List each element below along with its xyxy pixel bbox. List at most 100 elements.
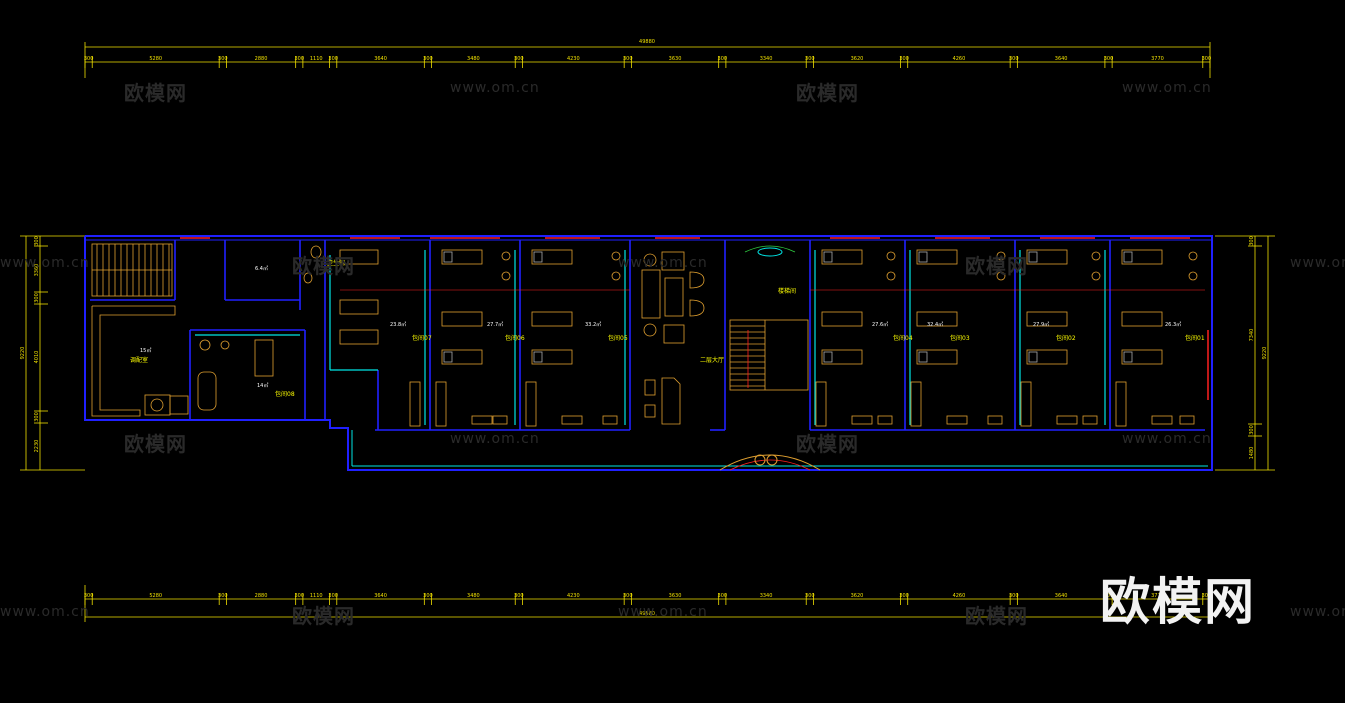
right-dimension-labels: 300 7340 300 1480 9220 bbox=[1249, 236, 1268, 459]
bottom-dimension-label: 300 bbox=[1104, 593, 1114, 599]
room-area-01: 26.3㎡ bbox=[1165, 321, 1181, 328]
top-dimension-label: 3640 bbox=[1055, 56, 1068, 62]
bottom-dimension-label: 3640 bbox=[374, 593, 387, 599]
top-dimension-label: 300 bbox=[295, 56, 305, 62]
top-dimension-label: 300 bbox=[1009, 56, 1019, 62]
overall-dimension-bottom: 49880 bbox=[639, 611, 655, 617]
left-dimension-label: 300 bbox=[34, 412, 40, 422]
corridor-glazing bbox=[351, 430, 1208, 467]
stair-center bbox=[729, 319, 809, 391]
lobby-furniture bbox=[641, 251, 705, 425]
room-label-stairwell: 楼梯间 bbox=[778, 287, 796, 295]
top-dimension-label: 300 bbox=[718, 56, 728, 62]
stair-left bbox=[91, 243, 173, 297]
top-dimension-label: 300 bbox=[218, 56, 228, 62]
room-area-06: 27.7㎡ bbox=[487, 321, 503, 328]
right-dimension-label: 300 bbox=[1249, 425, 1255, 435]
right-dimension-label: 7340 bbox=[1249, 329, 1255, 342]
top-dimension-label: 3640 bbox=[374, 56, 387, 62]
room-area-03: 32.4㎡ bbox=[927, 321, 943, 328]
left-dimension-label: 300 bbox=[34, 293, 40, 303]
top-dimension-label: 4230 bbox=[567, 56, 580, 62]
top-dimension-label: 300 bbox=[623, 56, 633, 62]
bottom-dimension-label: 300 bbox=[805, 593, 815, 599]
bottom-dimension-chain bbox=[84, 585, 1211, 622]
top-dimension-label: 4260 bbox=[953, 56, 966, 62]
bottom-dimension-label: 3770 bbox=[1151, 593, 1164, 599]
bottom-dimension-label: 5280 bbox=[149, 593, 162, 599]
top-dimension-label: 300 bbox=[1202, 56, 1212, 62]
top-dimension-label: 300 bbox=[328, 56, 338, 62]
left-dimension-label: 2230 bbox=[34, 440, 40, 453]
room-label-prep: 调配室 bbox=[130, 356, 148, 364]
bottom-dimension-label: 3640 bbox=[1055, 593, 1068, 599]
room-area-05: 33.2㎡ bbox=[585, 321, 601, 328]
bottom-dimension-label: 3630 bbox=[669, 593, 682, 599]
room-labels: 调配室 15㎡ 6.4㎡ 卫生间 包间08 14㎡ 包间07 23.8㎡ 包间0… bbox=[130, 259, 1205, 398]
room-area-small: 6.4㎡ bbox=[255, 265, 268, 272]
top-dimension-label: 300 bbox=[514, 56, 524, 62]
room-furniture bbox=[197, 245, 1198, 427]
window-marks bbox=[180, 237, 1209, 400]
room-area-prep: 15㎡ bbox=[140, 347, 151, 354]
bottom-dimension-label: 300 bbox=[84, 593, 94, 599]
top-dimension-label: 3630 bbox=[669, 56, 682, 62]
left-dimension-label: 3360 bbox=[34, 264, 40, 277]
bottom-dimension-label: 300 bbox=[218, 593, 228, 599]
room-area-04: 27.6㎡ bbox=[872, 321, 888, 328]
room-area-02: 27.9㎡ bbox=[1033, 321, 1049, 328]
room-label-04: 包间04 bbox=[893, 334, 913, 342]
room-label-08: 包间08 bbox=[275, 390, 295, 398]
bottom-dimension-label: 300 bbox=[899, 593, 909, 599]
left-dimension-chain bbox=[20, 235, 85, 471]
bottom-dimension-label: 1110 bbox=[310, 593, 323, 599]
overall-dimension-top: 49880 bbox=[639, 39, 655, 45]
stair-top-ornament bbox=[744, 245, 796, 257]
room-label-01: 包间01 bbox=[1185, 334, 1205, 342]
bottom-dimension-label: 300 bbox=[718, 593, 728, 599]
top-dimension-chain bbox=[84, 42, 1211, 78]
top-dimension-label: 3340 bbox=[760, 56, 773, 62]
room-label-07: 包间07 bbox=[412, 334, 432, 342]
room-area-08: 14㎡ bbox=[257, 382, 268, 389]
top-dimension-label: 5280 bbox=[149, 56, 162, 62]
left-dimension-label: 300 bbox=[34, 236, 40, 246]
bottom-dimension-label: 300 bbox=[328, 593, 338, 599]
bottom-dimension-label: 300 bbox=[1202, 593, 1212, 599]
right-dimension-label: 1480 bbox=[1249, 447, 1255, 460]
room-label-05: 包间05 bbox=[608, 334, 628, 342]
bottom-dimension-label: 4230 bbox=[567, 593, 580, 599]
bottom-dimension-label: 300 bbox=[295, 593, 305, 599]
right-dimension-chain bbox=[1215, 235, 1275, 471]
bottom-dimension-label: 3620 bbox=[851, 593, 864, 599]
room-area-07: 23.8㎡ bbox=[390, 321, 406, 328]
room-label-06: 包间06 bbox=[505, 334, 525, 342]
brand-logo: 欧模网 bbox=[1100, 573, 1256, 631]
room-label-lobby: 二层大厅 bbox=[700, 356, 724, 364]
room-label-toilet: 卫生间 bbox=[327, 259, 345, 267]
top-dimension-label: 300 bbox=[899, 56, 909, 62]
bottom-dimension-label: 300 bbox=[623, 593, 633, 599]
bottom-dimension-label: 300 bbox=[423, 593, 433, 599]
interior-walls bbox=[90, 240, 1205, 431]
bottom-dimension-label: 300 bbox=[514, 593, 524, 599]
room-label-03: 包间03 bbox=[950, 334, 970, 342]
top-dimension-label: 300 bbox=[84, 56, 94, 62]
top-dimension-label: 300 bbox=[423, 56, 433, 62]
right-total-dimension-label: 9220 bbox=[1262, 347, 1268, 360]
bottom-dimension-label: 2880 bbox=[255, 593, 268, 599]
bottom-dimension-label: 3340 bbox=[760, 593, 773, 599]
top-dimension-label: 300 bbox=[1104, 56, 1114, 62]
left-dimension-label: 4010 bbox=[34, 351, 40, 364]
outer-walls bbox=[84, 235, 1213, 471]
bottom-dimension-label: 4260 bbox=[953, 593, 966, 599]
top-dimension-label: 3480 bbox=[467, 56, 480, 62]
left-dimension-labels: 300 3360 300 4010 300 2230 9220 bbox=[20, 236, 40, 452]
top-dimension-label: 2880 bbox=[255, 56, 268, 62]
bottom-dimension-label: 300 bbox=[1009, 593, 1019, 599]
right-dimension-label: 300 bbox=[1249, 236, 1255, 246]
left-total-dimension-label: 9220 bbox=[20, 347, 26, 360]
